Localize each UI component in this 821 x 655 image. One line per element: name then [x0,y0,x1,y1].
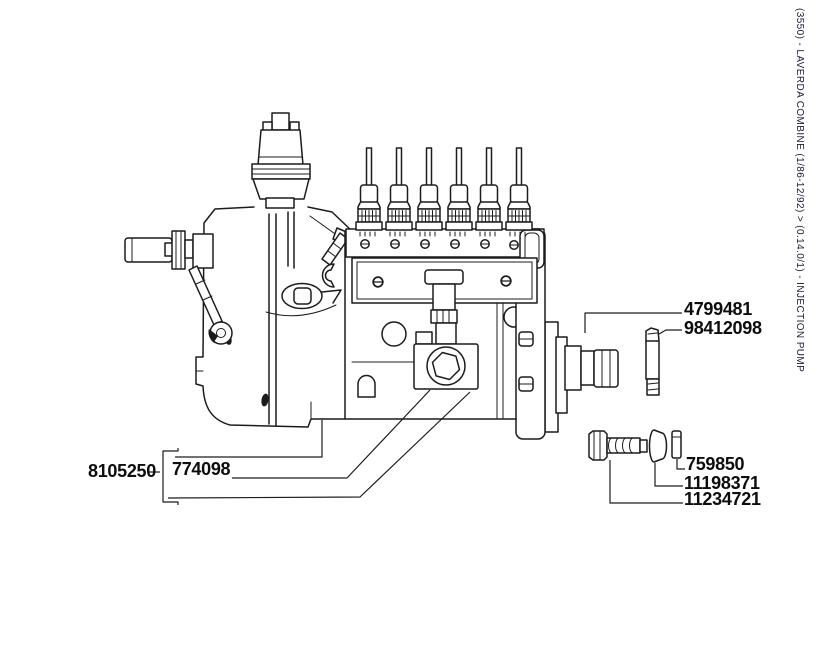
drive-shaft [124,230,214,270]
catalog-breadcrumb: (3550) - LAVERDA COMBINE (1/86-12/92) > … [794,8,805,373]
part-label-washer: 11198371 [684,473,760,493]
leader-lines [148,312,685,505]
center-plug [413,269,479,390]
part-label-pin: 759850 [686,454,745,474]
governor-housing [195,206,353,428]
fuel-lines [365,147,523,187]
part-label-pump-assembly: 4799481 [684,299,752,319]
pin-part [671,430,682,459]
bolt-part [588,430,648,461]
part-label-plug: 774098 [172,459,231,479]
washer-part [648,429,668,463]
part-label-injection-pump: 8105250 [88,461,156,481]
stud-part [645,327,660,396]
part-label-bolt: 11234721 [684,489,761,509]
fuel-supply-pump [251,112,311,209]
part-label-stud: 98412098 [684,318,762,338]
